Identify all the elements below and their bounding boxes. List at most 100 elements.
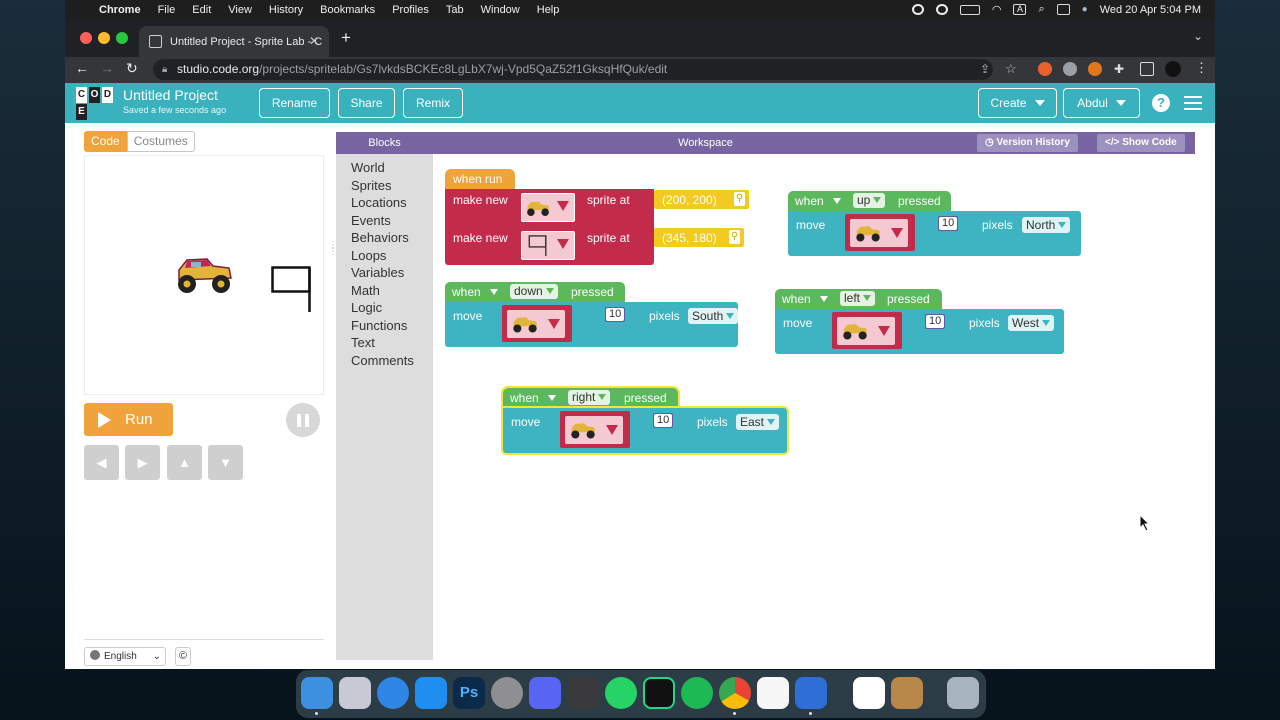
reload-icon[interactable]: ↻: [126, 60, 138, 76]
menu-history[interactable]: History: [268, 3, 304, 16]
safari-icon[interactable]: [377, 677, 409, 709]
category-behaviors[interactable]: Behaviors: [351, 230, 409, 245]
calendar-icon[interactable]: [853, 677, 885, 709]
tab-search-chevron-icon[interactable]: ⌄: [1192, 29, 1203, 43]
right-arrow-button[interactable]: ▶: [125, 445, 160, 480]
when-down-pressed-block[interactable]: when down pressed: [445, 282, 625, 302]
chrome-icon[interactable]: [719, 677, 751, 709]
whatsapp-icon[interactable]: [605, 677, 637, 709]
calculator-icon[interactable]: [567, 677, 599, 709]
run-button[interactable]: Run: [84, 403, 173, 436]
category-math[interactable]: Math: [351, 283, 380, 298]
menu-window[interactable]: Window: [480, 3, 520, 16]
tab-code[interactable]: Code: [84, 131, 127, 152]
profile-avatar[interactable]: [1165, 61, 1181, 77]
discord-icon[interactable]: [529, 677, 561, 709]
sprite-reference-block[interactable]: [502, 305, 572, 342]
extension-icon-1[interactable]: [1038, 62, 1052, 76]
sprite-costume-dropdown[interactable]: [521, 231, 575, 260]
category-text[interactable]: Text: [351, 335, 375, 350]
location-block-2[interactable]: (345, 180) ⚲: [654, 228, 744, 247]
share-button[interactable]: Share: [338, 88, 395, 118]
chrome-menu-icon[interactable]: ⋮: [1195, 60, 1208, 75]
menu-edit[interactable]: Edit: [192, 3, 212, 16]
close-window-icon[interactable]: [80, 32, 92, 44]
game-stage[interactable]: [84, 155, 324, 395]
menu-tab[interactable]: Tab: [445, 3, 464, 16]
category-variables[interactable]: Variables: [351, 265, 405, 280]
sprite-reference-block[interactable]: [832, 312, 902, 349]
remix-button[interactable]: Remix: [403, 88, 463, 118]
left-arrow-button[interactable]: ◀: [84, 445, 119, 480]
share-page-icon[interactable]: ⇪: [980, 62, 991, 76]
when-dropdown-caret-icon[interactable]: [548, 395, 556, 401]
creative-cloud-icon[interactable]: [935, 4, 948, 15]
hamburger-menu-icon[interactable]: [1184, 96, 1202, 110]
direction-dropdown[interactable]: East: [736, 414, 780, 430]
key-dropdown[interactable]: down: [510, 284, 558, 299]
metamask-icon[interactable]: [1088, 62, 1102, 76]
siri-icon[interactable]: ●: [1081, 4, 1088, 15]
pixels-number-input[interactable]: 10: [653, 413, 674, 428]
create-dropdown-button[interactable]: Create: [978, 88, 1057, 118]
back-arrow-icon[interactable]: ←: [75, 60, 89, 76]
menu-profiles[interactable]: Profiles: [392, 3, 429, 16]
pixels-number-input[interactable]: 10: [605, 307, 626, 322]
input-source-icon[interactable]: A: [1013, 4, 1027, 15]
zoom-window-icon[interactable]: [116, 32, 128, 44]
when-up-pressed-block[interactable]: when up pressed: [788, 191, 951, 211]
category-comments[interactable]: Comments: [351, 353, 414, 368]
bookmark-star-icon[interactable]: ☆: [1005, 61, 1017, 76]
url-bar[interactable]: 🔒︎ studio.code.org/projects/spritelab/Gs…: [153, 59, 993, 80]
user-menu-button[interactable]: Abdul: [1063, 88, 1140, 118]
quicktime-icon[interactable]: [795, 677, 827, 709]
block-workspace[interactable]: when run make new sprite at (200, 200) ⚲…: [433, 154, 1195, 660]
category-loops[interactable]: Loops: [351, 248, 387, 263]
monster-truck-sprite[interactable]: [173, 254, 235, 294]
direction-dropdown[interactable]: South: [688, 308, 739, 324]
move-pixels-block-south[interactable]: move 10 pixels South: [445, 302, 739, 347]
category-sprites[interactable]: Sprites: [351, 178, 392, 193]
location-block-1[interactable]: (200, 200) ⚲: [654, 190, 749, 209]
menu-help[interactable]: Help: [536, 3, 560, 16]
when-dropdown-caret-icon[interactable]: [490, 289, 498, 295]
move-pixels-block-east[interactable]: move 10 pixels East: [501, 406, 789, 455]
direction-dropdown[interactable]: West: [1008, 315, 1055, 331]
side-panel-icon[interactable]: [1140, 62, 1154, 76]
move-pixels-block-north[interactable]: move 10 pixels North: [788, 211, 1081, 256]
browser-tab-active[interactable]: Untitled Project - Sprite Lab - C ✕: [139, 26, 329, 57]
panel-resize-handle[interactable]: ⋮⋮: [328, 240, 338, 257]
menu-file[interactable]: File: [157, 3, 176, 16]
notes-icon[interactable]: [757, 677, 789, 709]
category-logic[interactable]: Logic: [351, 300, 383, 315]
menu-bookmarks[interactable]: Bookmarks: [320, 3, 376, 16]
move-pixels-block-west[interactable]: move 10 pixels West: [775, 309, 1064, 354]
category-events[interactable]: Events: [351, 213, 391, 228]
wifi-icon[interactable]: ◠: [991, 4, 1002, 16]
minimize-window-icon[interactable]: [98, 32, 110, 44]
trash-icon[interactable]: [947, 677, 979, 709]
when-dropdown-caret-icon[interactable]: [833, 198, 841, 204]
code-org-logo[interactable]: C O D E: [76, 87, 113, 121]
photoshop-icon[interactable]: Ps: [453, 677, 485, 709]
menu-clock[interactable]: Wed 20 Apr 5:04 PM: [1099, 3, 1201, 16]
extensions-puzzle-icon[interactable]: ✚: [1114, 62, 1125, 76]
help-icon[interactable]: ?: [1152, 94, 1170, 112]
flag-sprite[interactable]: [271, 266, 313, 314]
language-select[interactable]: English ⌄: [84, 647, 166, 666]
location-picker-icon[interactable]: ⚲: [729, 230, 740, 244]
down-arrow-button[interactable]: ▼: [208, 445, 243, 480]
menu-view[interactable]: View: [228, 3, 252, 16]
make-new-sprite-block-2[interactable]: make new sprite at: [445, 227, 654, 265]
spotify-icon[interactable]: [681, 677, 713, 709]
extension-icon-2[interactable]: [1063, 62, 1077, 76]
pixels-number-input[interactable]: 10: [925, 314, 946, 329]
pause-button[interactable]: [286, 403, 320, 437]
sprite-reference-block[interactable]: [845, 214, 915, 251]
launchpad-icon[interactable]: [339, 677, 371, 709]
category-locations[interactable]: Locations: [351, 195, 407, 210]
new-tab-icon[interactable]: +: [341, 28, 351, 47]
copyright-button[interactable]: ©: [175, 647, 191, 666]
record-icon[interactable]: [911, 4, 924, 15]
lock-icon[interactable]: 🔒︎: [162, 64, 168, 75]
